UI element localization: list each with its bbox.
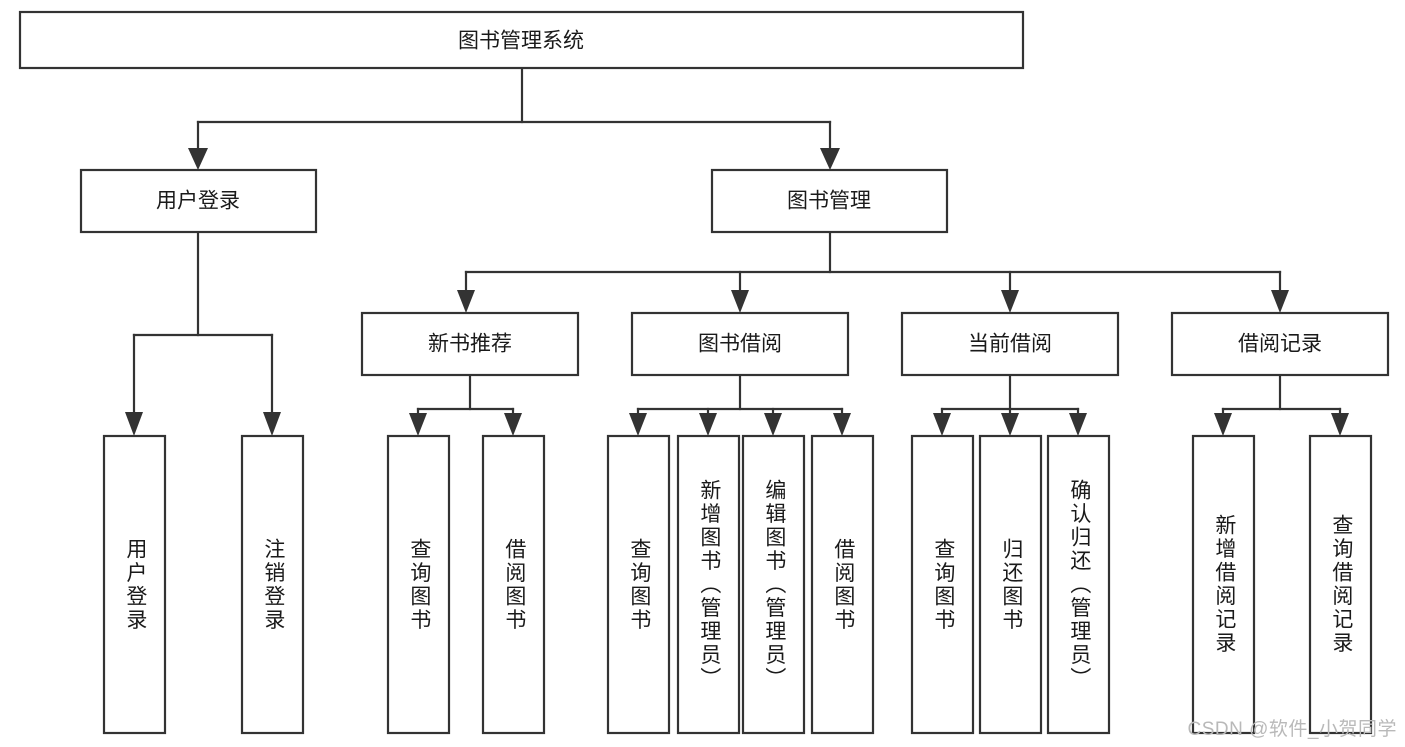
- arrow-head-icon: [933, 413, 951, 436]
- arrow-head-icon: [125, 412, 143, 436]
- node-borrow-record[interactable]: 借阅记录: [1170, 311, 1390, 377]
- leaf-box-borrow-add[interactable]: [676, 434, 741, 735]
- node-root-box[interactable]: [18, 10, 1025, 70]
- arrow-head-icon: [1001, 290, 1019, 313]
- arrow-head-icon: [188, 148, 208, 170]
- node-book-management-box[interactable]: [710, 168, 949, 234]
- node-current-borrow[interactable]: 当前借阅: [900, 311, 1120, 377]
- leaf-box-current-query[interactable]: [910, 434, 975, 735]
- leaf-box-record-add[interactable]: [1191, 434, 1256, 735]
- node-borrow-record-box[interactable]: [1170, 311, 1390, 377]
- leaf-box-borrow-lend[interactable]: [810, 434, 875, 735]
- connector-userlogin-to-leaves: [125, 230, 281, 436]
- arrow-head-icon: [409, 413, 427, 436]
- leaf-box-user-login[interactable]: [102, 434, 167, 735]
- arrow-head-icon: [504, 413, 522, 436]
- csdn-watermark: CSDN @软件_小贺同学: [1187, 719, 1397, 740]
- arrow-head-icon: [820, 148, 840, 170]
- arrow-head-icon: [1001, 413, 1019, 436]
- node-user-login-label: 用户登录: [156, 190, 240, 213]
- arrow-head-icon: [1214, 413, 1232, 436]
- arrow-head-icon: [1331, 413, 1349, 436]
- arrow-head-icon: [1069, 413, 1087, 436]
- connector-recommend-to-leaves: [409, 373, 522, 436]
- leaf-box-recommend-borrow[interactable]: [481, 434, 546, 735]
- leaf-box-current-confirm[interactable]: [1046, 434, 1111, 735]
- arrow-head-icon: [457, 290, 475, 313]
- arrow-head-icon: [629, 413, 647, 436]
- node-new-book-recommend-label: 新书推荐: [428, 333, 512, 356]
- node-root-system[interactable]: 图书管理系统: [18, 10, 1025, 70]
- connector-root-to-level2: [188, 66, 840, 170]
- node-book-borrow-label: 图书借阅: [698, 333, 782, 356]
- leaf-box-record-query[interactable]: [1308, 434, 1373, 735]
- arrow-head-icon: [833, 413, 851, 436]
- leaf-box-logout[interactable]: [240, 434, 305, 735]
- arrow-head-icon: [1271, 290, 1289, 313]
- node-root-label: 图书管理系统: [458, 30, 584, 53]
- arrow-head-icon: [764, 413, 782, 436]
- node-user-login[interactable]: 用户登录: [79, 168, 318, 234]
- connector-books-to-level3: [457, 230, 1289, 313]
- leaf-box-borrow-edit[interactable]: [741, 434, 806, 735]
- connector-record-to-leaves: [1214, 373, 1349, 436]
- node-book-management[interactable]: 图书管理: [710, 168, 949, 234]
- node-book-management-label: 图书管理: [787, 190, 871, 213]
- leaf-box-current-return[interactable]: [978, 434, 1043, 735]
- node-book-borrow-box[interactable]: [630, 311, 850, 377]
- node-current-borrow-label: 当前借阅: [968, 333, 1052, 356]
- node-book-borrow[interactable]: 图书借阅: [630, 311, 850, 377]
- arrow-head-icon: [699, 413, 717, 436]
- node-new-book-recommend[interactable]: 新书推荐: [360, 311, 580, 377]
- leaf-box-borrow-query[interactable]: [606, 434, 671, 735]
- leaf-box-recommend-query[interactable]: [386, 434, 451, 735]
- node-current-borrow-box[interactable]: [900, 311, 1120, 377]
- node-user-login-box[interactable]: [79, 168, 318, 234]
- connector-current-to-leaves: [933, 373, 1087, 436]
- arrow-head-icon: [263, 412, 281, 436]
- connector-borrow-to-leaves: [629, 373, 851, 436]
- arrow-head-icon: [731, 290, 749, 313]
- node-borrow-record-label: 借阅记录: [1238, 333, 1322, 356]
- node-new-book-recommend-box[interactable]: [360, 311, 580, 377]
